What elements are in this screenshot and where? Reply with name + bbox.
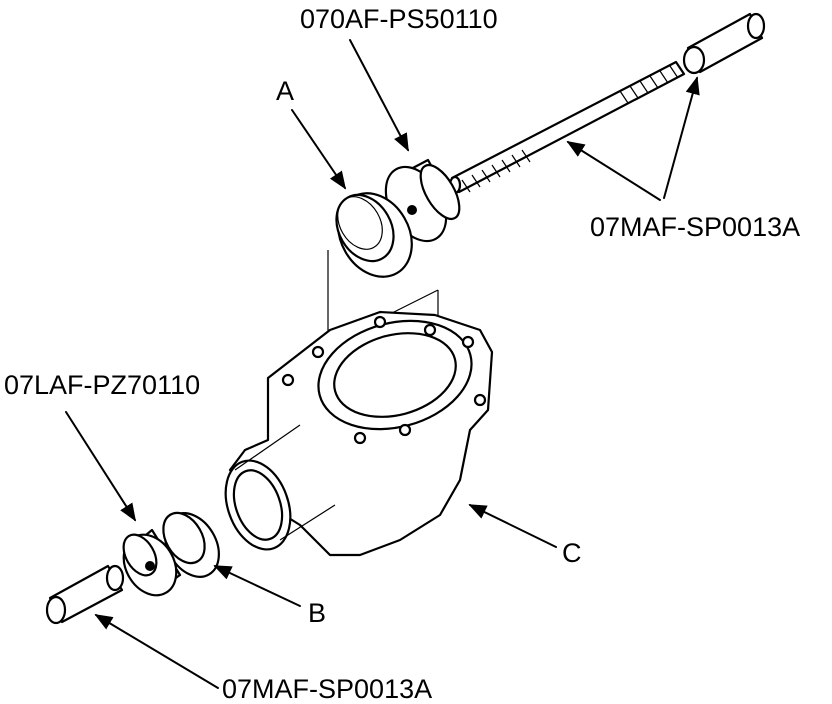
leader-rod-2 [663, 76, 700, 199]
leader-rod-1 [566, 141, 661, 201]
leader-tool-left [65, 411, 136, 522]
label-part-a: A [276, 76, 294, 106]
sleeve-bottom-left [45, 564, 125, 625]
leader-rod-bottom [94, 614, 219, 689]
leader-tool-top [349, 39, 409, 152]
installer-cup-left [122, 528, 182, 597]
bearing-b [162, 511, 220, 578]
sleeve-top-right [682, 12, 766, 75]
gearcase-housing-c [224, 310, 494, 557]
label-tool-rod-right: 07MAF-SP0013A [590, 212, 800, 242]
label-part-c: C [562, 538, 582, 568]
label-part-b: B [308, 598, 326, 628]
label-tool-rod-bottom: 07MAF-SP0013A [222, 674, 432, 704]
bearing-a [335, 192, 413, 278]
label-tool-left: 07LAF-PZ70110 [4, 370, 200, 400]
leader-part-a [291, 109, 347, 190]
leader-part-c [468, 504, 557, 548]
leader-part-b [213, 565, 301, 607]
threaded-rod [448, 60, 686, 195]
label-tool-top: 070AF-PS50110 [300, 4, 498, 34]
